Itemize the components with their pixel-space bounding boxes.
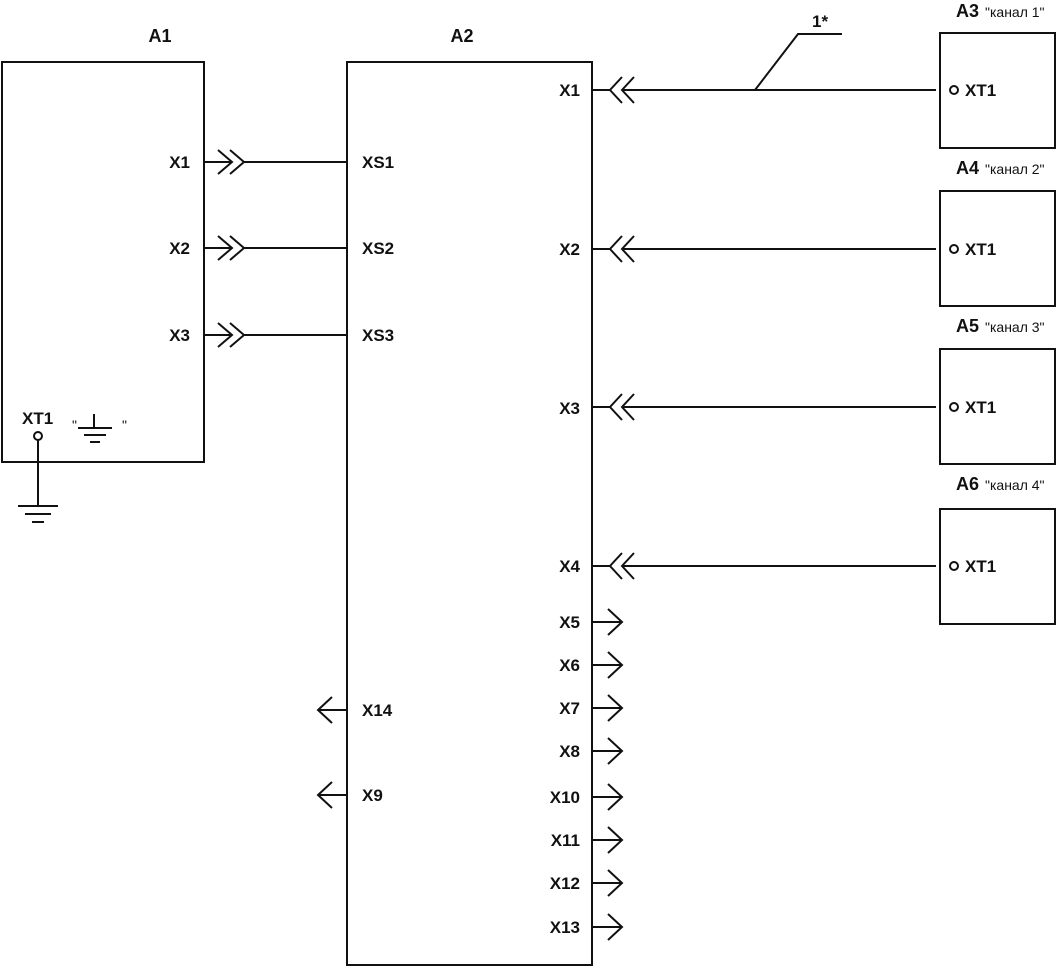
a2-x6-output-arrow (592, 651, 624, 679)
socket-x4-a6 (592, 552, 936, 580)
block-a1: A1 X1 X2 X3 XT1 " " (1, 26, 205, 523)
channel-block-frame (939, 508, 1056, 625)
plug-x2-xs2 (204, 235, 346, 261)
a1-xt1-label: XT1 (22, 409, 53, 428)
a2-x4-label: X4 (559, 557, 580, 576)
a2-x13-output-arrow (592, 913, 624, 941)
a2-xs2-label: XS2 (362, 239, 394, 258)
channel-block-title: A3 (956, 1, 979, 21)
cable-mark-label: 1* (812, 12, 828, 31)
a1-ground-quote-close: " (122, 417, 127, 433)
a2-x14-output-arrow (316, 696, 347, 724)
block-a1-frame (1, 61, 205, 463)
a2-x14-label: X14 (362, 701, 393, 720)
channel-block-caption: "канал 1" (985, 4, 1045, 20)
a2-x6-label: X6 (559, 656, 580, 675)
a2-x7-output-arrow (592, 694, 624, 722)
a2-x10-output-arrow (592, 783, 624, 811)
socket-x2-a4 (592, 235, 936, 263)
channel-terminal-label: XT1 (965, 398, 996, 417)
a2-x2-label: X2 (559, 240, 580, 259)
channel-terminal (949, 244, 959, 254)
a1-x2-label: X2 (169, 239, 190, 258)
channel-block-frame (939, 348, 1056, 465)
a2-x11-label: X11 (551, 831, 580, 850)
block-a2-frame (346, 61, 593, 966)
a2-xs1-label: XS1 (362, 153, 394, 172)
a2-x7-label: X7 (559, 699, 580, 718)
cable-mark-leader (754, 33, 842, 91)
a2-x10-label: X10 (550, 788, 580, 807)
a2-x5-label: X5 (559, 613, 580, 632)
channel-block-caption: "канал 3" (985, 319, 1045, 335)
a2-x12-label: X12 (550, 874, 580, 893)
a2-x3-label: X3 (559, 399, 580, 418)
ground-icon (18, 505, 58, 523)
channel-block-frame (939, 190, 1056, 307)
channel-block-a3: A3 "канал 1" XT1 (939, 1, 1056, 149)
plug-x1-xs1 (204, 149, 346, 175)
a2-xs3-label: XS3 (362, 326, 394, 345)
channel-terminal-label: XT1 (965, 557, 996, 576)
a1-a2-connections (204, 149, 346, 348)
block-a2: A2 XS1 XS2 XS3 X14 X9 X1 X2 X3 X4 X5 X6 … (316, 26, 624, 966)
a2-x1-label: X1 (559, 81, 580, 100)
channel-terminal (949, 402, 959, 412)
a1-internal-ground-icon (78, 414, 112, 443)
channel-block-caption: "канал 2" (985, 161, 1045, 177)
a2-channel-connections: 1* (592, 12, 936, 580)
channel-block-a5: A5 "канал 3" XT1 (939, 316, 1056, 465)
channel-block-frame (939, 32, 1056, 149)
a1-x3-label: X3 (169, 326, 190, 345)
channel-block-caption: "канал 4" (985, 477, 1045, 493)
block-a2-title: A2 (450, 26, 473, 46)
channel-terminal-label: XT1 (965, 81, 996, 100)
channel-terminal (949, 561, 959, 571)
socket-x3-a5 (592, 393, 936, 421)
channel-block-title: A6 (956, 474, 979, 494)
channel-block-a4: A4 "канал 2" XT1 (939, 158, 1056, 307)
a1-xt1-terminal (33, 431, 43, 441)
a2-x11-output-arrow (592, 826, 624, 854)
channel-block-title: A5 (956, 316, 979, 336)
a2-x8-output-arrow (592, 737, 624, 765)
a2-x5-output-arrow (592, 608, 624, 636)
block-a1-title: A1 (148, 26, 171, 46)
a2-x8-label: X8 (559, 742, 580, 761)
a2-x9-label: X9 (362, 786, 383, 805)
channel-block-title: A4 (956, 158, 979, 178)
channel-block-a6: A6 "канал 4" XT1 (939, 474, 1056, 625)
channel-terminal-label: XT1 (965, 240, 996, 259)
a1-ground-quote-open: " (72, 417, 77, 433)
a2-x13-label: X13 (550, 918, 580, 937)
a2-x12-output-arrow (592, 869, 624, 897)
channel-terminal (949, 85, 959, 95)
socket-x1-a3 (592, 76, 936, 104)
a2-x9-output-arrow (316, 781, 347, 809)
a1-x1-label: X1 (169, 153, 190, 172)
plug-x3-xs3 (204, 322, 346, 348)
